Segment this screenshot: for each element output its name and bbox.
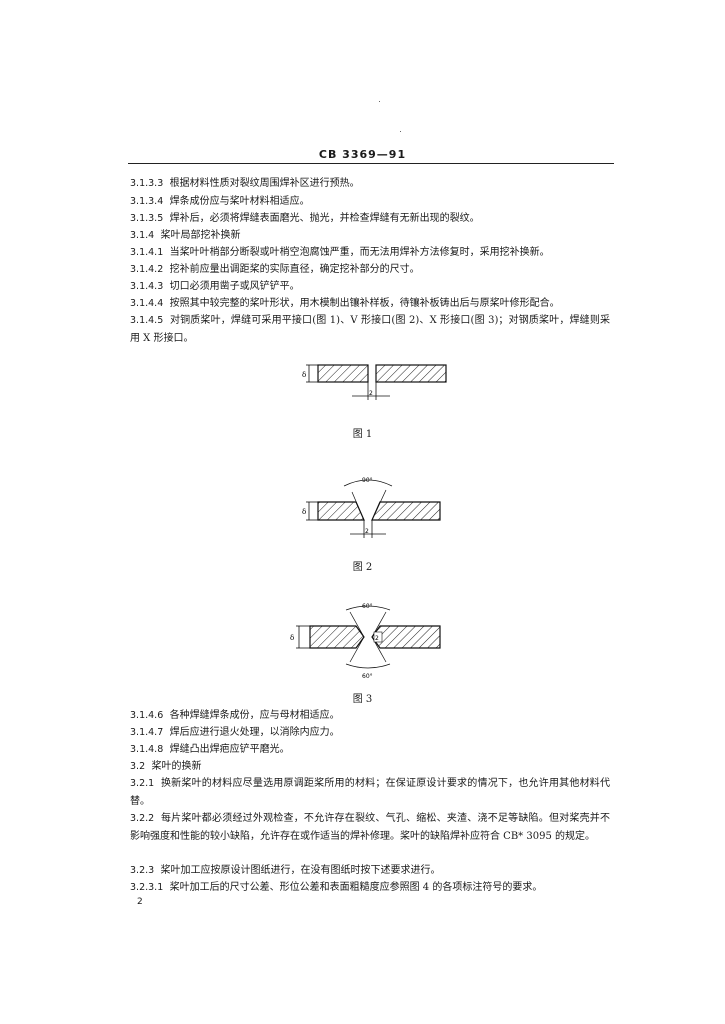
figure-3-bottom-angle-label: 60° — [362, 673, 373, 680]
paragraph-3-2-2: 3.2.2 每片桨叶都必须经过外观检查，不允许存在裂纹、气孔、缩松、夹渣、浇不足… — [130, 813, 611, 842]
figure-3-gap-label: 2 — [375, 635, 379, 642]
figure-2-plate-right — [371, 501, 441, 521]
figure-2-angle-label: 90° — [362, 477, 373, 484]
section-3-1-4-heading: 3.1.4 桨叶局部挖补换新 — [130, 230, 241, 241]
paragraph-3-1-4-3: 3.1.4.3 切口必须用凿子或风铲铲平。 — [130, 281, 300, 292]
page-number: 2 — [137, 897, 143, 907]
paragraph-3-1-4-7: 3.1.4.7 焊后应进行退火处理，以消除内应力。 — [130, 727, 340, 738]
figure-2-v-joint: 90° δ 2 — [302, 477, 441, 538]
figure-3-thickness-label: δ — [290, 634, 294, 642]
figure-2-thickness-label: δ — [302, 508, 306, 516]
paragraph-3-1-3-4: 3.1.3.4 焊条成份应与桨叶材料相适应。 — [130, 196, 310, 207]
scan-speck — [400, 131, 401, 132]
figure-1-butt-joint: δ 2 — [302, 364, 447, 400]
paragraph-3-1-4-2: 3.1.4.2 挖补前应量出调距桨的实际直径，确定挖补部分的尺寸。 — [130, 264, 420, 275]
figure-1-gap-label: 2 — [369, 390, 373, 397]
scan-speck — [379, 101, 380, 102]
standard-code-header: CB 3369—91 — [318, 148, 407, 161]
figure-1-thickness-label: δ — [302, 371, 306, 379]
figure-1-plate-left — [317, 364, 369, 383]
paragraph-3-1-4-6: 3.1.4.6 各种焊缝焊条成份，应与母材相适应。 — [130, 710, 340, 721]
figure-2-caption: 图 2 — [352, 562, 373, 573]
header-rule — [128, 163, 614, 164]
paragraph-3-1-4-1: 3.1.4.1 当桨叶叶梢部分断裂或叶梢空泡腐蚀严重，而无法用焊补方法修复时，采… — [130, 247, 550, 258]
paragraph-3-2-3: 3.2.3 桨叶加工应按原设计图纸进行，在没有图纸时按下述要求进行。 — [130, 865, 441, 876]
figure-3-top-angle-label: 60° — [362, 603, 373, 610]
paragraph-3-2-3-1: 3.2.3.1 桨叶加工后的尺寸公差、形位公差和表面粗糙度应参照图 4 的各项标… — [130, 882, 543, 893]
paragraph-3-1-4-8: 3.1.4.8 焊缝凸出焊疤应铲平磨光。 — [130, 744, 290, 755]
figure-3-x-joint: 60° 60° δ 2 — [290, 603, 441, 680]
figure-3-plate-left — [309, 625, 365, 649]
paragraph-3-1-3-5: 3.1.3.5 焊补后，必须将焊缝表面磨光、抛光，并检查焊缝有无新出现的裂纹。 — [130, 213, 480, 224]
paragraph-3-2-1: 3.2.1 换新桨叶的材料应尽量选用原调距桨所用的材料；在保证原设计要求的情况下… — [130, 778, 611, 807]
figure-3-caption: 图 3 — [352, 694, 373, 705]
paragraph-3-1-3-3: 3.1.3.3 根据材料性质对裂纹周围焊补区进行预热。 — [130, 178, 360, 189]
paragraph-3-1-4-4: 3.1.4.4 按照其中较完整的桨叶形状，用木模制出镶补样板，待镶补板铸出后与原… — [130, 298, 560, 309]
figure-1-caption: 图 1 — [352, 429, 373, 440]
figure-1-plate-right — [375, 364, 447, 383]
figure-2-gap-label: 2 — [365, 528, 369, 535]
paragraph-3-1-4-5: 3.1.4.5 对铜质桨叶，焊缝可采用平接口(图 1)、V 形接口(图 2)、X… — [130, 315, 610, 344]
section-3-2-heading: 3.2 桨叶的换新 — [130, 761, 202, 772]
